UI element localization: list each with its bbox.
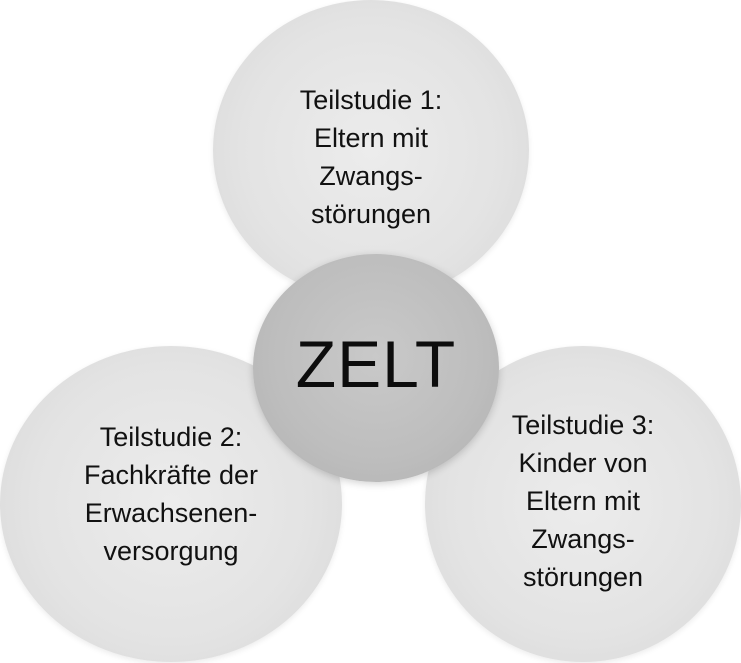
study-3-label: Teilstudie 3: Kinder von Eltern mit Zwan… [512,406,655,596]
study-3-line-3: Eltern mit [525,486,641,516]
study-3-line-1: Teilstudie 3: [511,410,655,440]
study-1-label: Teilstudie 1: Eltern mit Zwangs- störung… [300,81,443,233]
study-3-line-2: Kinder von [518,448,648,478]
study-1-line-1: Teilstudie 1: [299,85,443,115]
study-2-line-3: Erwachsenen- [84,498,258,528]
study-1-line-3: Zwangs- [319,161,423,191]
study-2-line-2: Fachkräfte der [83,460,259,490]
study-1-line-2: Eltern mit [313,123,429,153]
study-3-line-5: störungen [522,562,644,592]
center-circle: ZELT [253,254,499,482]
study-1-line-4: störungen [310,199,432,229]
study-2-line-4: versorgung [103,536,239,566]
study-2-line-1: Teilstudie 2: [99,422,243,452]
center-label: ZELT [295,327,457,401]
study-2-circle: Teilstudie 2: Fachkräfte der Erwachsenen… [0,346,342,662]
study-3-line-4: Zwangs- [531,524,635,554]
study-2-label: Teilstudie 2: Fachkräfte der Erwachsenen… [84,418,258,570]
study-1-circle: Teilstudie 1: Eltern mit Zwangs- störung… [213,0,529,300]
